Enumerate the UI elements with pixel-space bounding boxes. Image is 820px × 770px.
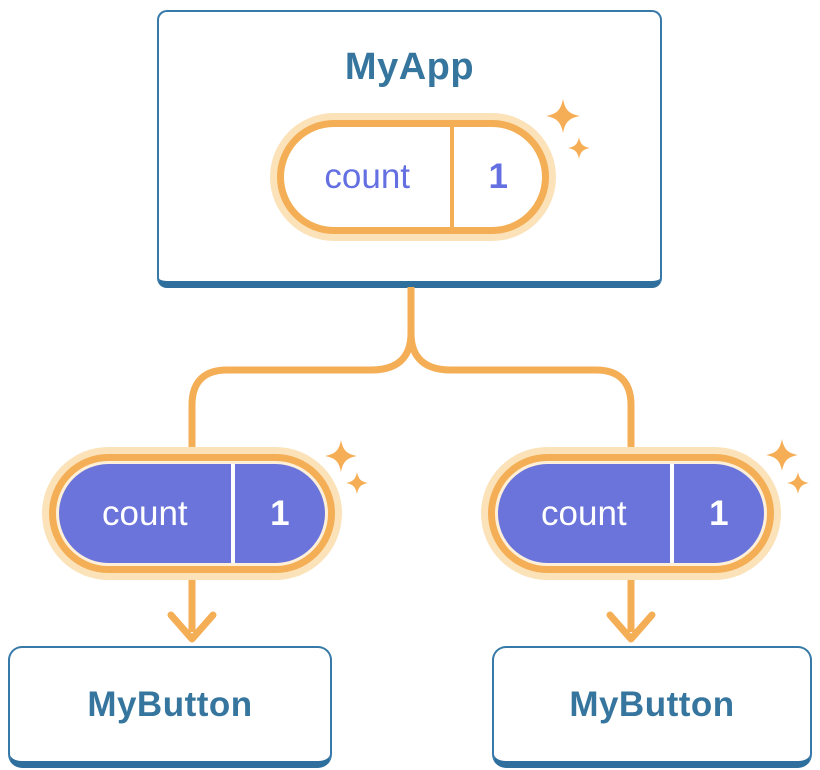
state-pill-root-body: count 1 [277,120,549,234]
pill-divider [669,464,674,563]
state-name-label: count [324,157,411,196]
component-title-myapp: MyApp [344,46,475,88]
state-value-label: 1 [488,157,508,196]
prop-name-label: count [102,493,188,533]
prop-pill-left: count 1 [42,447,342,580]
component-title-mybutton-left: MyButton [87,684,253,724]
prop-pill-right-ring: count 1 [488,454,774,573]
pill-divider [230,464,235,563]
prop-pill-right-body: count 1 [498,464,764,563]
prop-pill-left-body: count 1 [59,464,325,563]
branch-right-line [407,287,635,452]
arrow-down-left-head-icon [167,611,217,643]
prop-pill-left-ring: count 1 [49,454,335,573]
component-card-mybutton-left: MyButton [8,646,332,768]
component-title-mybutton-right: MyButton [569,684,735,724]
prop-name-label: count [541,493,627,533]
branch-left-line [188,287,415,452]
state-pill-root: count 1 [270,113,556,241]
prop-pill-right: count 1 [481,447,781,580]
prop-value-label: 1 [709,493,729,533]
arrow-down-right-head-icon [606,611,656,643]
component-card-mybutton-right: MyButton [492,646,812,768]
pill-divider [450,127,455,227]
prop-value-label: 1 [270,493,290,533]
